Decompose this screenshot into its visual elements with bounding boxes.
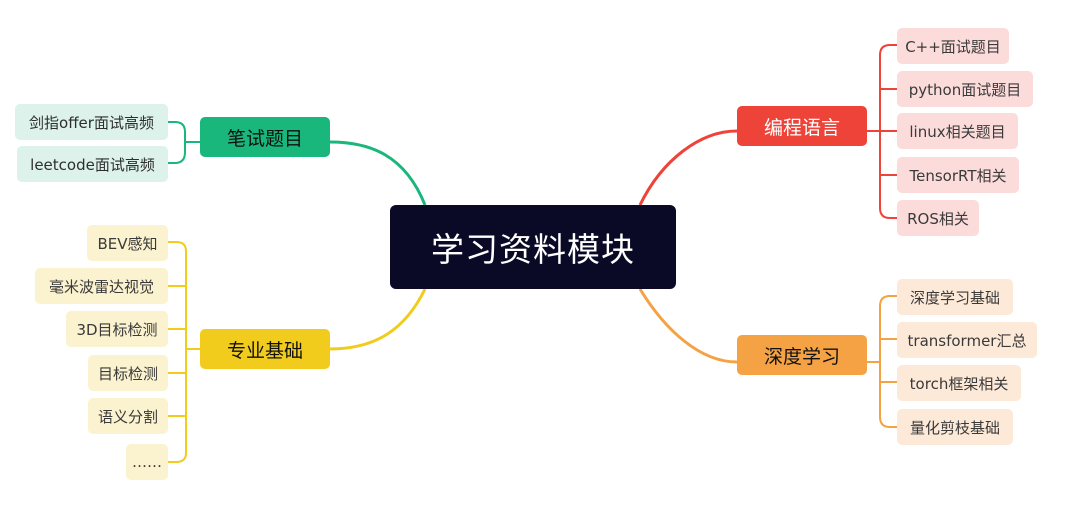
leaf-label: 语义分割 <box>97 407 158 426</box>
leaf-node[interactable]: torch框架相关 <box>897 365 1021 401</box>
branch-written-test[interactable]: 笔试题目 <box>200 117 330 157</box>
connector-root-deep-learning <box>638 288 738 364</box>
leaf-node[interactable]: TensorRT相关 <box>897 157 1019 193</box>
connector-fundamentals-leaves <box>168 241 200 463</box>
branch-label: 编程语言 <box>763 116 840 139</box>
leaf-label: …… <box>132 453 162 471</box>
leaf-node[interactable]: BEV感知 <box>87 225 168 261</box>
leaf-node[interactable]: leetcode面试高频 <box>17 146 168 182</box>
leaf-node[interactable]: 目标检测 <box>88 355 168 391</box>
leaf-node[interactable]: 深度学习基础 <box>897 279 1013 315</box>
leaf-label: TensorRT相关 <box>909 166 1007 185</box>
branch-fundamentals[interactable]: 专业基础 <box>200 329 330 369</box>
leaf-label: BEV感知 <box>97 234 158 253</box>
leaf-label: ROS相关 <box>907 209 969 228</box>
connector-written-test-leaves <box>168 121 200 164</box>
leaf-label: C++面试题目 <box>905 37 1001 56</box>
leaf-label: 毫米波雷达视觉 <box>48 277 154 296</box>
leaf-label: torch框架相关 <box>909 374 1009 393</box>
leaf-label: 目标检测 <box>97 364 158 383</box>
leaf-node[interactable]: ROS相关 <box>897 200 979 236</box>
branch-deep-learning[interactable]: 深度学习 <box>737 335 867 375</box>
leaf-node[interactable]: 毫米波雷达视觉 <box>35 268 168 304</box>
leaf-label: python面试题目 <box>908 80 1022 99</box>
branch-programming[interactable]: 编程语言 <box>737 106 867 146</box>
leaf-node[interactable]: C++面试题目 <box>897 28 1009 64</box>
leaf-label: linux相关题目 <box>909 122 1006 141</box>
root-label: 学习资料模块 <box>431 230 635 269</box>
leaf-label: transformer汇总 <box>907 331 1027 350</box>
leaf-node[interactable]: …… <box>126 444 168 480</box>
connector-root-fundamentals <box>329 288 427 351</box>
root-node[interactable]: 学习资料模块 <box>390 205 676 289</box>
leaf-label: leetcode面试高频 <box>30 155 155 174</box>
leaf-node[interactable]: python面试题目 <box>897 71 1033 107</box>
leaf-label: 量化剪枝基础 <box>909 418 1000 437</box>
leaf-node[interactable]: linux相关题目 <box>897 113 1018 149</box>
branch-label: 笔试题目 <box>226 127 303 150</box>
connector-root-programming <box>638 129 738 206</box>
leaf-node[interactable]: 剑指offer面试高频 <box>15 104 168 140</box>
leaf-node[interactable]: transformer汇总 <box>897 322 1037 358</box>
connector-programming-leaves <box>867 44 897 219</box>
branch-label: 专业基础 <box>226 339 303 362</box>
leaf-label: 剑指offer面试高频 <box>29 113 154 132</box>
leaf-node[interactable]: 3D目标检测 <box>66 311 168 347</box>
branch-label: 深度学习 <box>763 345 840 368</box>
leaf-node[interactable]: 语义分割 <box>88 398 168 434</box>
leaf-node[interactable]: 量化剪枝基础 <box>897 409 1013 445</box>
connector-root-written-test <box>329 140 427 206</box>
leaf-label: 深度学习基础 <box>909 288 1000 307</box>
connector-deep-learning-leaves <box>867 295 897 428</box>
leaf-label: 3D目标检测 <box>76 320 158 339</box>
